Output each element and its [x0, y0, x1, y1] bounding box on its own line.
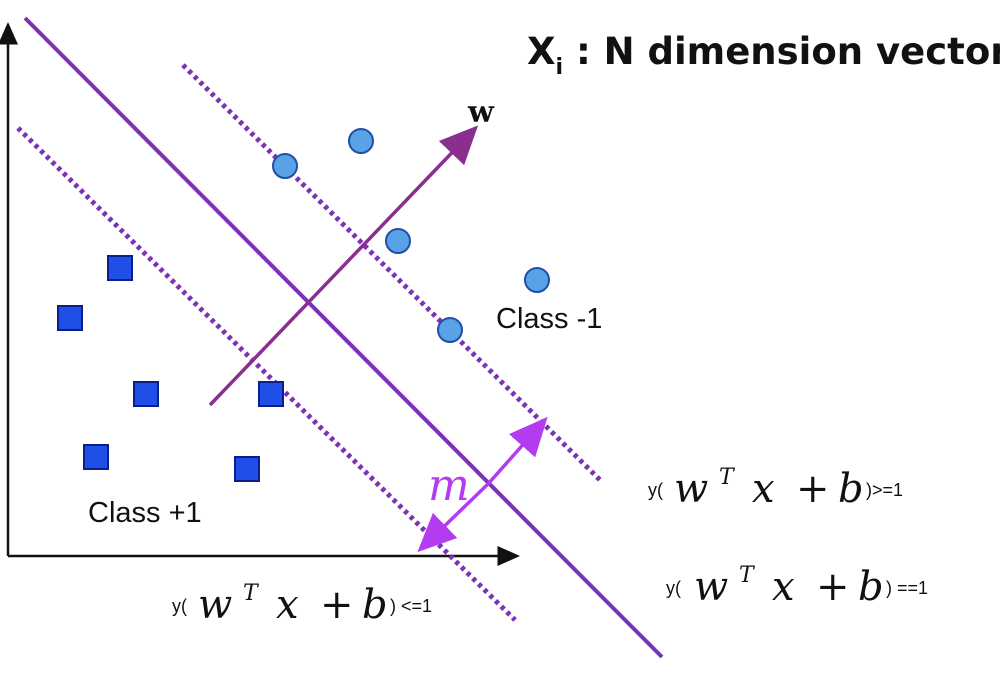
equation-upper: y( w T x + b )>=1 — [648, 465, 903, 512]
eq-upper-prefix: y( — [648, 480, 663, 500]
eq-lower-prefix: y( — [172, 596, 187, 616]
title: Xi : N dimension vector — [527, 30, 1000, 80]
class-neg-point — [272, 153, 298, 179]
eq-middle-plus: + — [816, 564, 850, 610]
class-pos-point — [258, 381, 284, 407]
eq-middle-w: w — [694, 564, 728, 610]
eq-upper-w: w — [674, 466, 708, 512]
equation-lower: y( w T x + b ) <=1 — [172, 581, 432, 628]
class-pos-points — [57, 255, 284, 482]
eq-middle-suffix: ) ==1 — [886, 578, 928, 598]
class-neg-point — [437, 317, 463, 343]
class-pos-point — [234, 456, 260, 482]
title-x: X — [527, 30, 556, 73]
weight-vector-arrow — [208, 125, 479, 407]
class-pos-label: Class +1 — [88, 497, 202, 529]
class-pos-point — [107, 255, 133, 281]
class-pos-point — [57, 305, 83, 331]
margin-arrow — [486, 416, 548, 486]
eq-upper-T: T — [719, 465, 736, 490]
title-subscript: i — [556, 55, 564, 80]
eq-middle-T: T — [739, 563, 756, 588]
class-neg-points — [272, 128, 550, 343]
class-pos-point — [83, 444, 109, 470]
eq-lower-b: b — [362, 582, 388, 628]
weight-vector-label: w — [467, 95, 495, 130]
margin-label: m — [428, 460, 470, 511]
equation-middle: y( w T x + b ) ==1 — [666, 563, 928, 610]
eq-middle-b: b — [858, 564, 884, 610]
eq-upper-x: x — [752, 466, 775, 512]
eq-upper-b: b — [838, 466, 864, 512]
eq-lower-T: T — [243, 581, 260, 606]
eq-upper-plus: + — [796, 466, 830, 512]
margin-arrow-lower — [417, 482, 490, 553]
lower-margin-boundary — [16, 126, 517, 622]
eq-lower-x: x — [276, 582, 299, 628]
eq-lower-plus: + — [320, 582, 354, 628]
title-rest: : N dimension vector — [563, 30, 1000, 73]
eq-middle-prefix: y( — [666, 578, 681, 598]
class-neg-point — [348, 128, 374, 154]
upper-margin-boundary — [181, 63, 602, 482]
class-neg-point — [524, 267, 550, 293]
eq-upper-suffix: )>=1 — [866, 480, 903, 500]
class-neg-label: Class -1 — [496, 303, 602, 335]
class-pos-point — [133, 381, 159, 407]
eq-lower-suffix: ) <=1 — [390, 596, 432, 616]
class-neg-point — [385, 228, 411, 254]
eq-middle-x: x — [772, 564, 795, 610]
eq-lower-w: w — [198, 582, 232, 628]
separating-hyperplane — [23, 16, 664, 659]
